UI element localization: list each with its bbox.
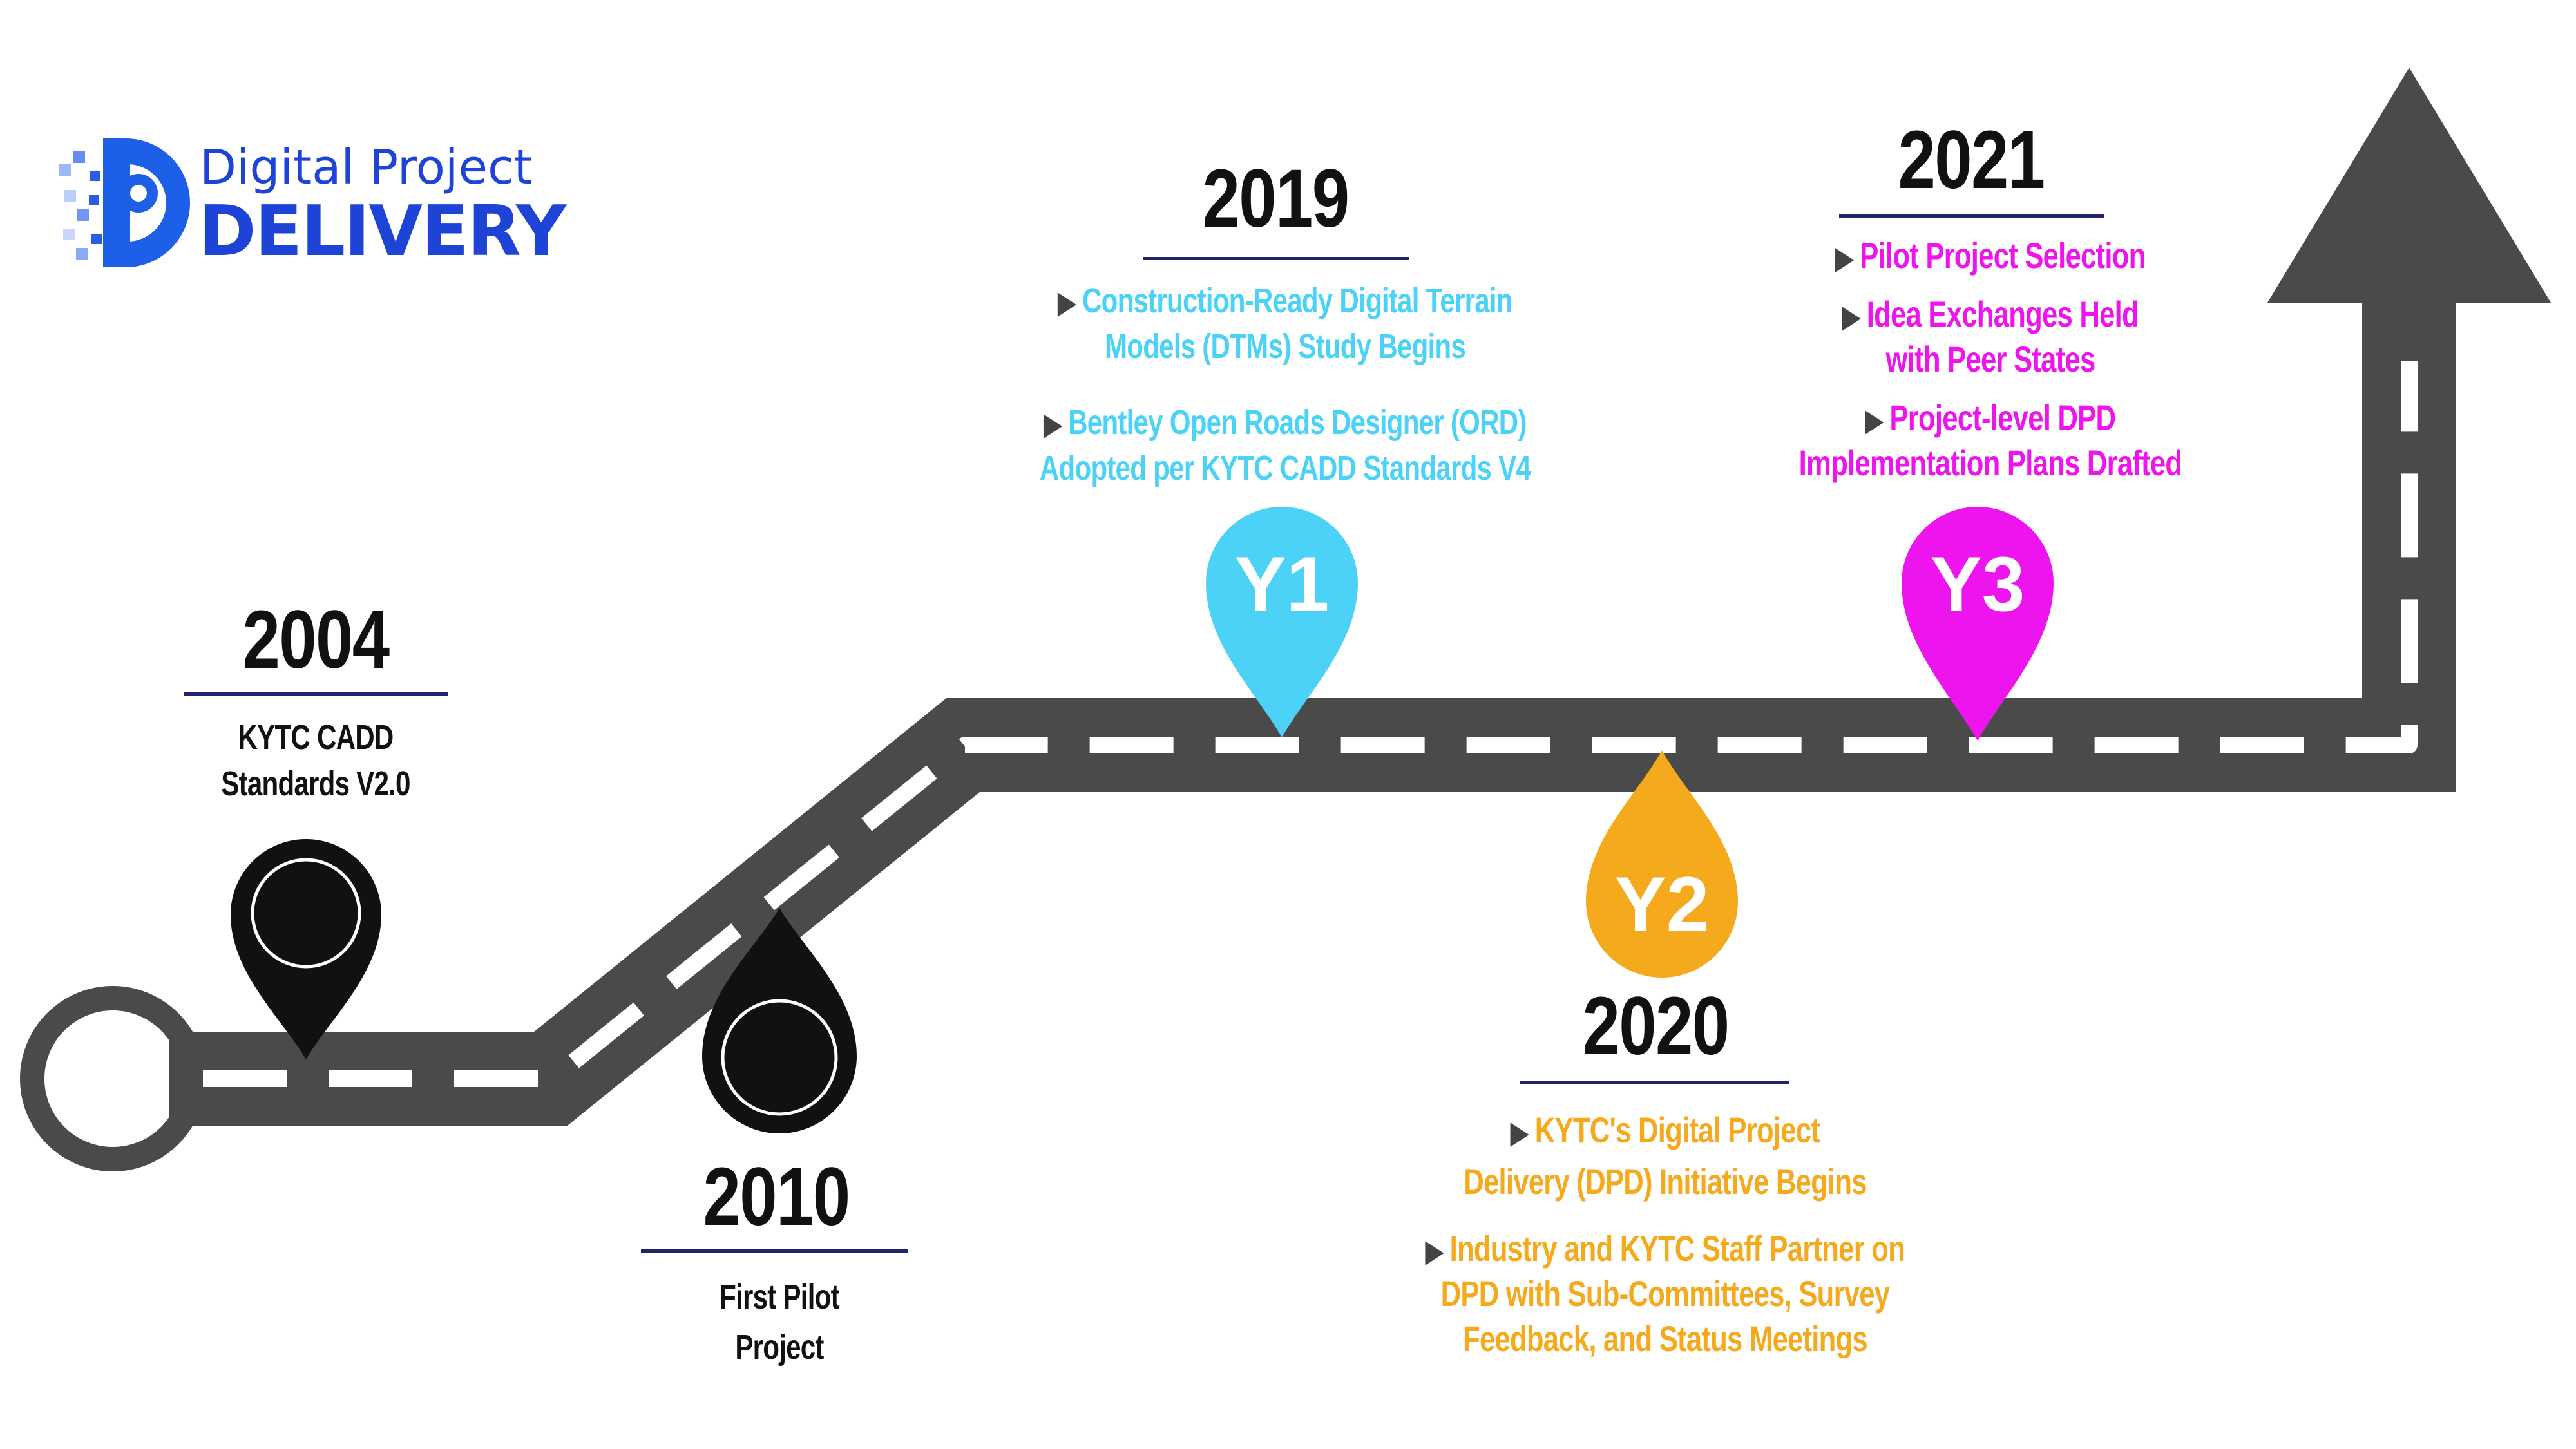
pin-y2: Y2 [1586, 750, 1738, 978]
pin-2010 [702, 908, 857, 1133]
list-item: ▶Construction-Ready Digital Terrain Mode… [997, 278, 1574, 370]
lane-markings [203, 361, 2418, 1087]
pin-y1-label: Y1 [1235, 541, 1330, 627]
text-line: KYTC CADD [238, 718, 394, 757]
bullet-icon: ▶ [1511, 1115, 1529, 1149]
logo-line1: Digital Project [200, 140, 533, 195]
pin-y3-label: Y3 [1931, 541, 2025, 627]
text-line: KYTC's Digital Project [1534, 1110, 1820, 1150]
list-item: ▶Idea Exchanges Held with Peer States [1719, 292, 2262, 383]
milestone-2004-text: KYTC CADD Standards V2.0 [190, 715, 441, 808]
road-arrow-head [2267, 68, 2551, 303]
text-line: with Peer States [1885, 339, 2096, 380]
list-item: ▶KYTC's Digital Project Delivery (DPD) I… [1377, 1104, 1954, 1207]
text-line: Project [735, 1328, 824, 1367]
list-item: ▶Pilot Project Selection [1719, 233, 2262, 279]
logo: Digital Project DELIVERY [52, 126, 566, 280]
milestone-2019-list: ▶Construction-Ready Digital Terrain Mode… [997, 278, 1574, 491]
text-line: Project-level DPD [1889, 397, 2116, 438]
text-line: Models (DTMs) Study Begins [1104, 327, 1466, 366]
bullet-icon: ▶ [1865, 402, 1884, 437]
milestone-2010-text: First Pilot Project [654, 1272, 905, 1373]
rule-2020 [1520, 1081, 1789, 1084]
pin-y1: Y1 [1206, 507, 1358, 737]
pin-y3: Y3 [1902, 507, 2054, 741]
list-item: ▶Project-level DPD Implementation Plans … [1719, 395, 2262, 486]
text-line: Implementation Plans Drafted [1798, 442, 2182, 484]
year-2010: 2010 [703, 1151, 851, 1243]
rule-2004 [184, 692, 448, 696]
text-line: DPD with Sub-Committees, Survey [1440, 1273, 1890, 1314]
list-item: ▶Bentley Open Roads Designer (ORD) Adopt… [997, 400, 1574, 492]
text-line: Construction-Ready Digital Terrain [1082, 281, 1513, 320]
year-2004: 2004 [242, 594, 390, 686]
year-2019: 2019 [1202, 153, 1350, 245]
bullet-icon: ▶ [1835, 241, 1854, 274]
rule-2021 [1839, 214, 2104, 218]
text-line: Pilot Project Selection [1860, 235, 2146, 276]
logo-mark-icon [59, 138, 190, 267]
milestone-2020-list: ▶KYTC's Digital Project Delivery (DPD) I… [1377, 1104, 1954, 1361]
rule-2019 [1143, 257, 1409, 260]
rule-2010 [641, 1249, 908, 1253]
milestone-2021-list: ▶Pilot Project Selection ▶Idea Exchanges… [1719, 233, 2262, 486]
pin-y2-label: Y2 [1615, 861, 1710, 947]
bullet-icon: ▶ [1842, 299, 1860, 333]
text-line: First Pilot [720, 1278, 839, 1316]
bullet-icon: ▶ [1058, 285, 1076, 319]
text-line: Industry and KYTC Staff Partner on [1449, 1228, 1905, 1269]
text-line: Delivery (DPD) Initiative Begins [1464, 1160, 1867, 1202]
text-line: Bentley Open Roads Designer (ORD) [1068, 402, 1527, 442]
text-line: Standards V2.0 [221, 764, 410, 803]
year-2021: 2021 [1898, 114, 2046, 206]
road-path [169, 290, 2456, 1126]
list-item: ▶Industry and KYTC Staff Partner on DPD … [1377, 1226, 1954, 1361]
logo-line2: DELIVERY [198, 191, 566, 272]
bullet-icon: ▶ [1425, 1234, 1444, 1268]
bullet-icon: ▶ [1044, 406, 1062, 440]
text-line: Adopted per KYTC CADD Standards V4 [1039, 448, 1531, 488]
text-line: Idea Exchanges Held [1866, 293, 2139, 334]
text-line: Feedback, and Status Meetings [1463, 1318, 1868, 1359]
year-2020: 2020 [1582, 980, 1730, 1072]
pin-2004 [231, 839, 381, 1059]
